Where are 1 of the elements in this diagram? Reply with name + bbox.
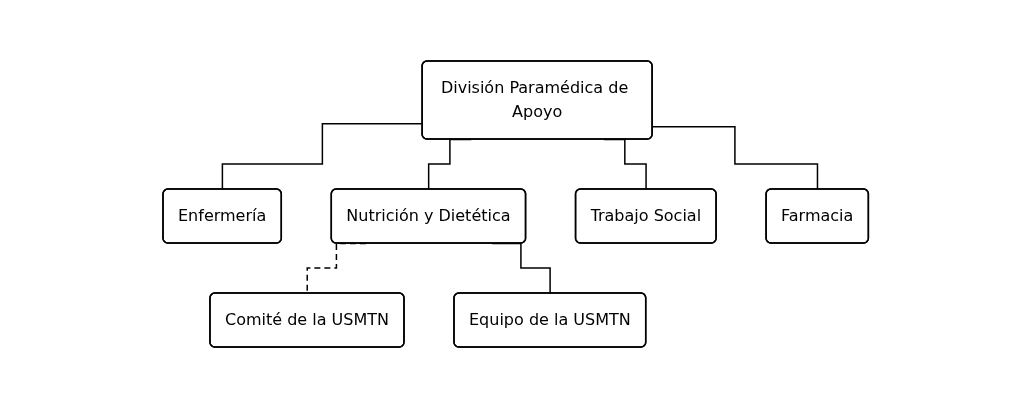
connector — [651, 125, 819, 190]
